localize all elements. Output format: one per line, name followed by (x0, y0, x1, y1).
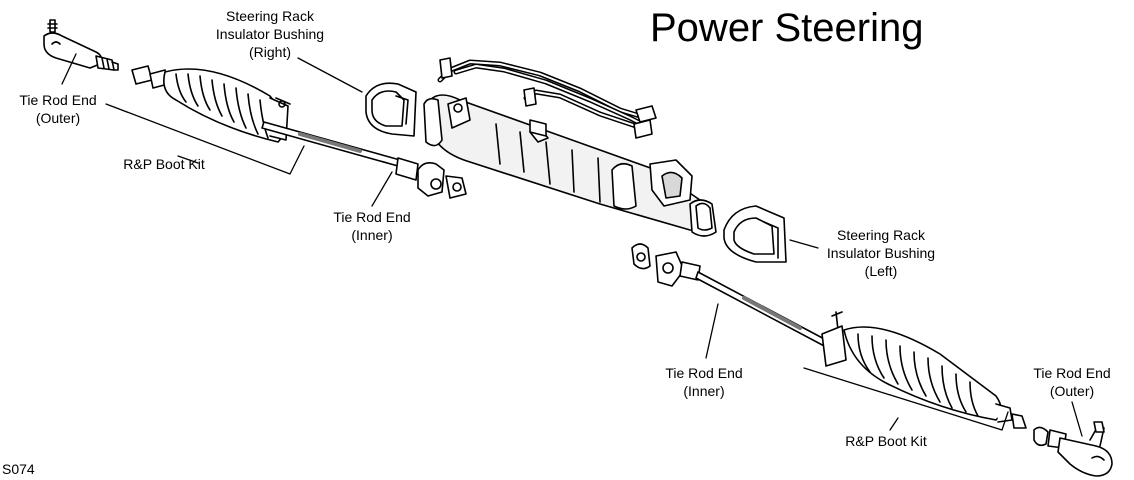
label-tie-rod-end-outer-lower: Tie Rod End (Outer) (1033, 364, 1110, 400)
label-tie-rod-end-inner-upper: Tie Rod End (Inner) (333, 208, 410, 244)
label-line: Tie Rod End (665, 365, 743, 381)
figure-code: S074 (2, 461, 35, 477)
hydraulic-lines (437, 57, 657, 139)
leader-lines (61, 53, 1083, 437)
inner-tie-rod-lower (631, 243, 843, 349)
outer-tie-rod-end-lower (1033, 421, 1113, 477)
label-line: Steering Rack (226, 8, 314, 24)
label-line: (Inner) (683, 383, 725, 399)
inner-tie-rod-upper (261, 121, 467, 199)
label-tie-rod-end-inner-lower: Tie Rod End (Inner) (665, 364, 742, 400)
label-tie-rod-end-outer-upper: Tie Rod End (Outer) (19, 91, 96, 127)
label-boot-kit-upper: R&P Boot Kit (123, 155, 204, 173)
label-line: Tie Rod End (19, 92, 97, 108)
label-line: Insulator Bushing (826, 245, 936, 261)
rack-housing (423, 94, 717, 237)
label-line: (Outer) (1049, 383, 1095, 399)
label-line: (Outer) (35, 110, 81, 126)
insulator-bushing-left (723, 205, 787, 263)
label-line: Steering Rack (837, 227, 925, 243)
label-boot-kit-lower: R&P Boot Kit (845, 432, 926, 450)
label-line: Tie Rod End (1033, 365, 1111, 381)
label-line: R&P Boot Kit (845, 433, 927, 449)
label-line: (Right) (248, 44, 291, 60)
rack-boot-upper (131, 65, 291, 143)
outer-tie-rod-end-upper (43, 19, 119, 71)
label-line: Tie Rod End (333, 209, 411, 225)
label-line: Insulator Bushing (215, 26, 325, 42)
label-insulator-bushing-right: Steering Rack Insulator Bushing (Right) (216, 7, 324, 61)
label-line: (Left) (864, 263, 898, 279)
label-line: R&P Boot Kit (123, 156, 205, 172)
label-line: (Inner) (351, 227, 393, 243)
label-insulator-bushing-left: Steering Rack Insulator Bushing (Left) (827, 226, 935, 280)
insulator-bushing-right (365, 82, 417, 137)
page-title: Power Steering (650, 6, 924, 50)
rack-boot-lower (821, 325, 1027, 429)
